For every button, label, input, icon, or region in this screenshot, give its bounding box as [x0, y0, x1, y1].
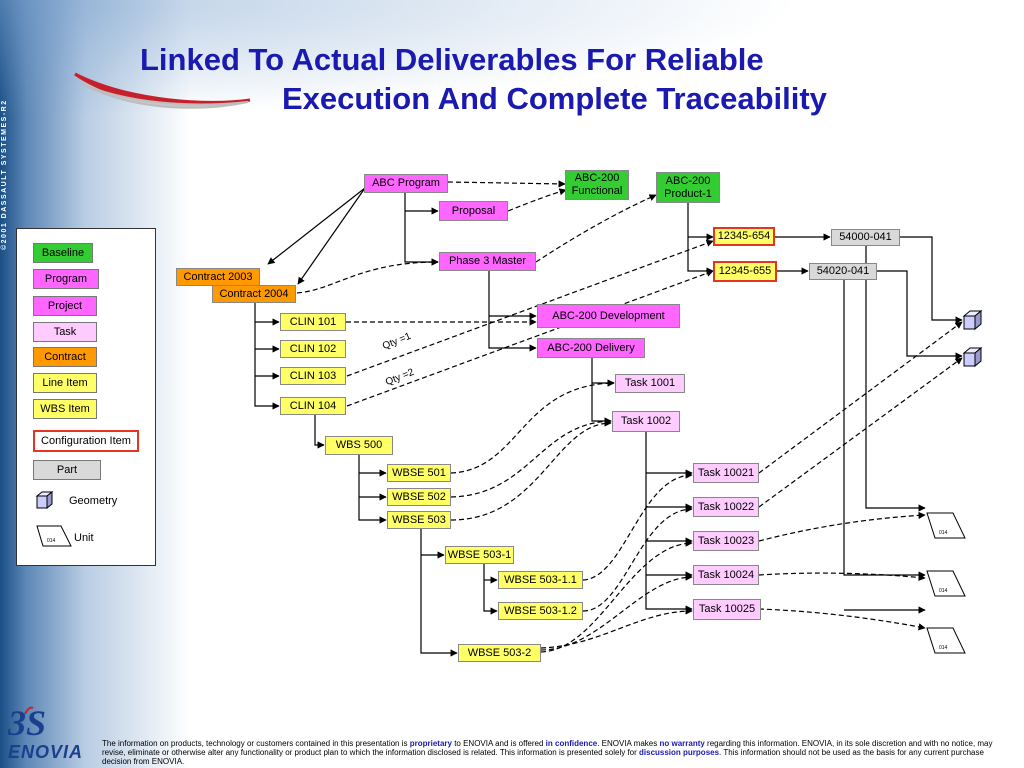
node-clin-101[interactable]: CLIN 101	[280, 313, 346, 331]
node-abc200-functional[interactable]: ABC-200 Functional	[565, 170, 629, 200]
node-clin-102[interactable]: CLIN 102	[280, 340, 346, 358]
geometry-cube-icon-1[interactable]	[962, 309, 984, 331]
node-abc200-product1[interactable]: ABC-200 Product-1	[656, 172, 720, 203]
svg-text:014: 014	[47, 538, 56, 544]
node-abc200-development[interactable]: ABC-200 Development	[537, 304, 680, 328]
node-task-10023[interactable]: Task 10023	[693, 531, 759, 551]
node-contract-2003[interactable]: Contract 2003	[176, 268, 260, 286]
node-wbse-503-1[interactable]: WBSE 503-1	[445, 546, 514, 564]
top-gradient	[0, 0, 1024, 150]
legend-baseline: Baseline	[33, 243, 93, 263]
legend-part: Part	[33, 460, 101, 480]
node-wbse-503-1-1[interactable]: WBSE 503-1.1	[498, 571, 583, 589]
unit-icon-1[interactable]: 014	[925, 510, 967, 540]
legend-configuration-item: Configuration Item	[33, 430, 139, 452]
node-task-10021[interactable]: Task 10021	[693, 463, 759, 483]
node-wbse-501[interactable]: WBSE 501	[387, 464, 451, 482]
node-ci-12345-655[interactable]: 12345-655	[713, 261, 777, 282]
node-part-54020-041[interactable]: 54020-041	[809, 263, 877, 280]
legend-wbs-item: WBS Item	[33, 399, 97, 419]
legend-geometry: Geometry	[69, 495, 118, 507]
title-line-1: Linked To Actual Deliverables For Reliab…	[140, 42, 764, 77]
node-task-10024[interactable]: Task 10024	[693, 565, 759, 585]
legend-panel: Baseline Program Project Task Contract L…	[16, 228, 156, 566]
legend-contract: Contract	[33, 347, 97, 367]
legend-line-item: Line Item	[33, 373, 97, 393]
node-clin-103[interactable]: CLIN 103	[280, 367, 346, 385]
title-line-2: Execution And Complete Traceability	[282, 81, 827, 116]
node-wbse-503[interactable]: WBSE 503	[387, 511, 451, 529]
node-wbse-503-2[interactable]: WBSE 503-2	[458, 644, 541, 662]
node-wbse-503-1-2[interactable]: WBSE 503-1.2	[498, 602, 583, 620]
svg-text:014: 014	[939, 530, 948, 536]
node-clin-104[interactable]: CLIN 104	[280, 397, 346, 415]
geometry-cube-icon-2[interactable]	[962, 346, 984, 368]
svg-text:014: 014	[939, 645, 948, 651]
node-task-1001[interactable]: Task 1001	[615, 374, 685, 393]
node-wbse-502[interactable]: WBSE 502	[387, 488, 451, 506]
node-task-10022[interactable]: Task 10022	[693, 497, 759, 517]
unit-icon-2[interactable]: 014	[925, 568, 967, 598]
node-part-54000-041[interactable]: 54000-041	[831, 229, 900, 246]
node-wbs-500[interactable]: WBS 500	[325, 436, 393, 455]
svg-text:014: 014	[939, 588, 948, 594]
unit-icon-3[interactable]: 014	[925, 625, 967, 655]
legend-project: Project	[33, 296, 97, 316]
swoosh-logo	[74, 72, 251, 109]
footer-disclaimer: The information on products, technology …	[102, 739, 993, 766]
node-phase3-master[interactable]: Phase 3 Master	[439, 252, 536, 271]
node-task-1002[interactable]: Task 1002	[612, 411, 680, 432]
node-proposal[interactable]: Proposal	[439, 201, 508, 221]
cube-icon	[35, 490, 54, 510]
node-abc200-delivery[interactable]: ABC-200 Delivery	[537, 338, 645, 358]
node-ci-12345-654[interactable]: 12345-654	[713, 227, 775, 246]
legend-unit: Unit	[74, 532, 94, 544]
legend-task: Task	[33, 322, 97, 342]
ds-red-accent-icon	[24, 706, 34, 715]
legend-program: Program	[33, 269, 99, 289]
node-task-10025[interactable]: Task 10025	[693, 599, 761, 620]
enovia-wordmark: ENOVIA	[8, 742, 84, 762]
enovia-logo: 3S ENOVIA	[4, 702, 94, 764]
node-abc-program[interactable]: ABC Program	[364, 174, 448, 193]
unit-icon: 014	[36, 525, 72, 547]
node-contract-2004[interactable]: Contract 2004	[212, 285, 296, 303]
